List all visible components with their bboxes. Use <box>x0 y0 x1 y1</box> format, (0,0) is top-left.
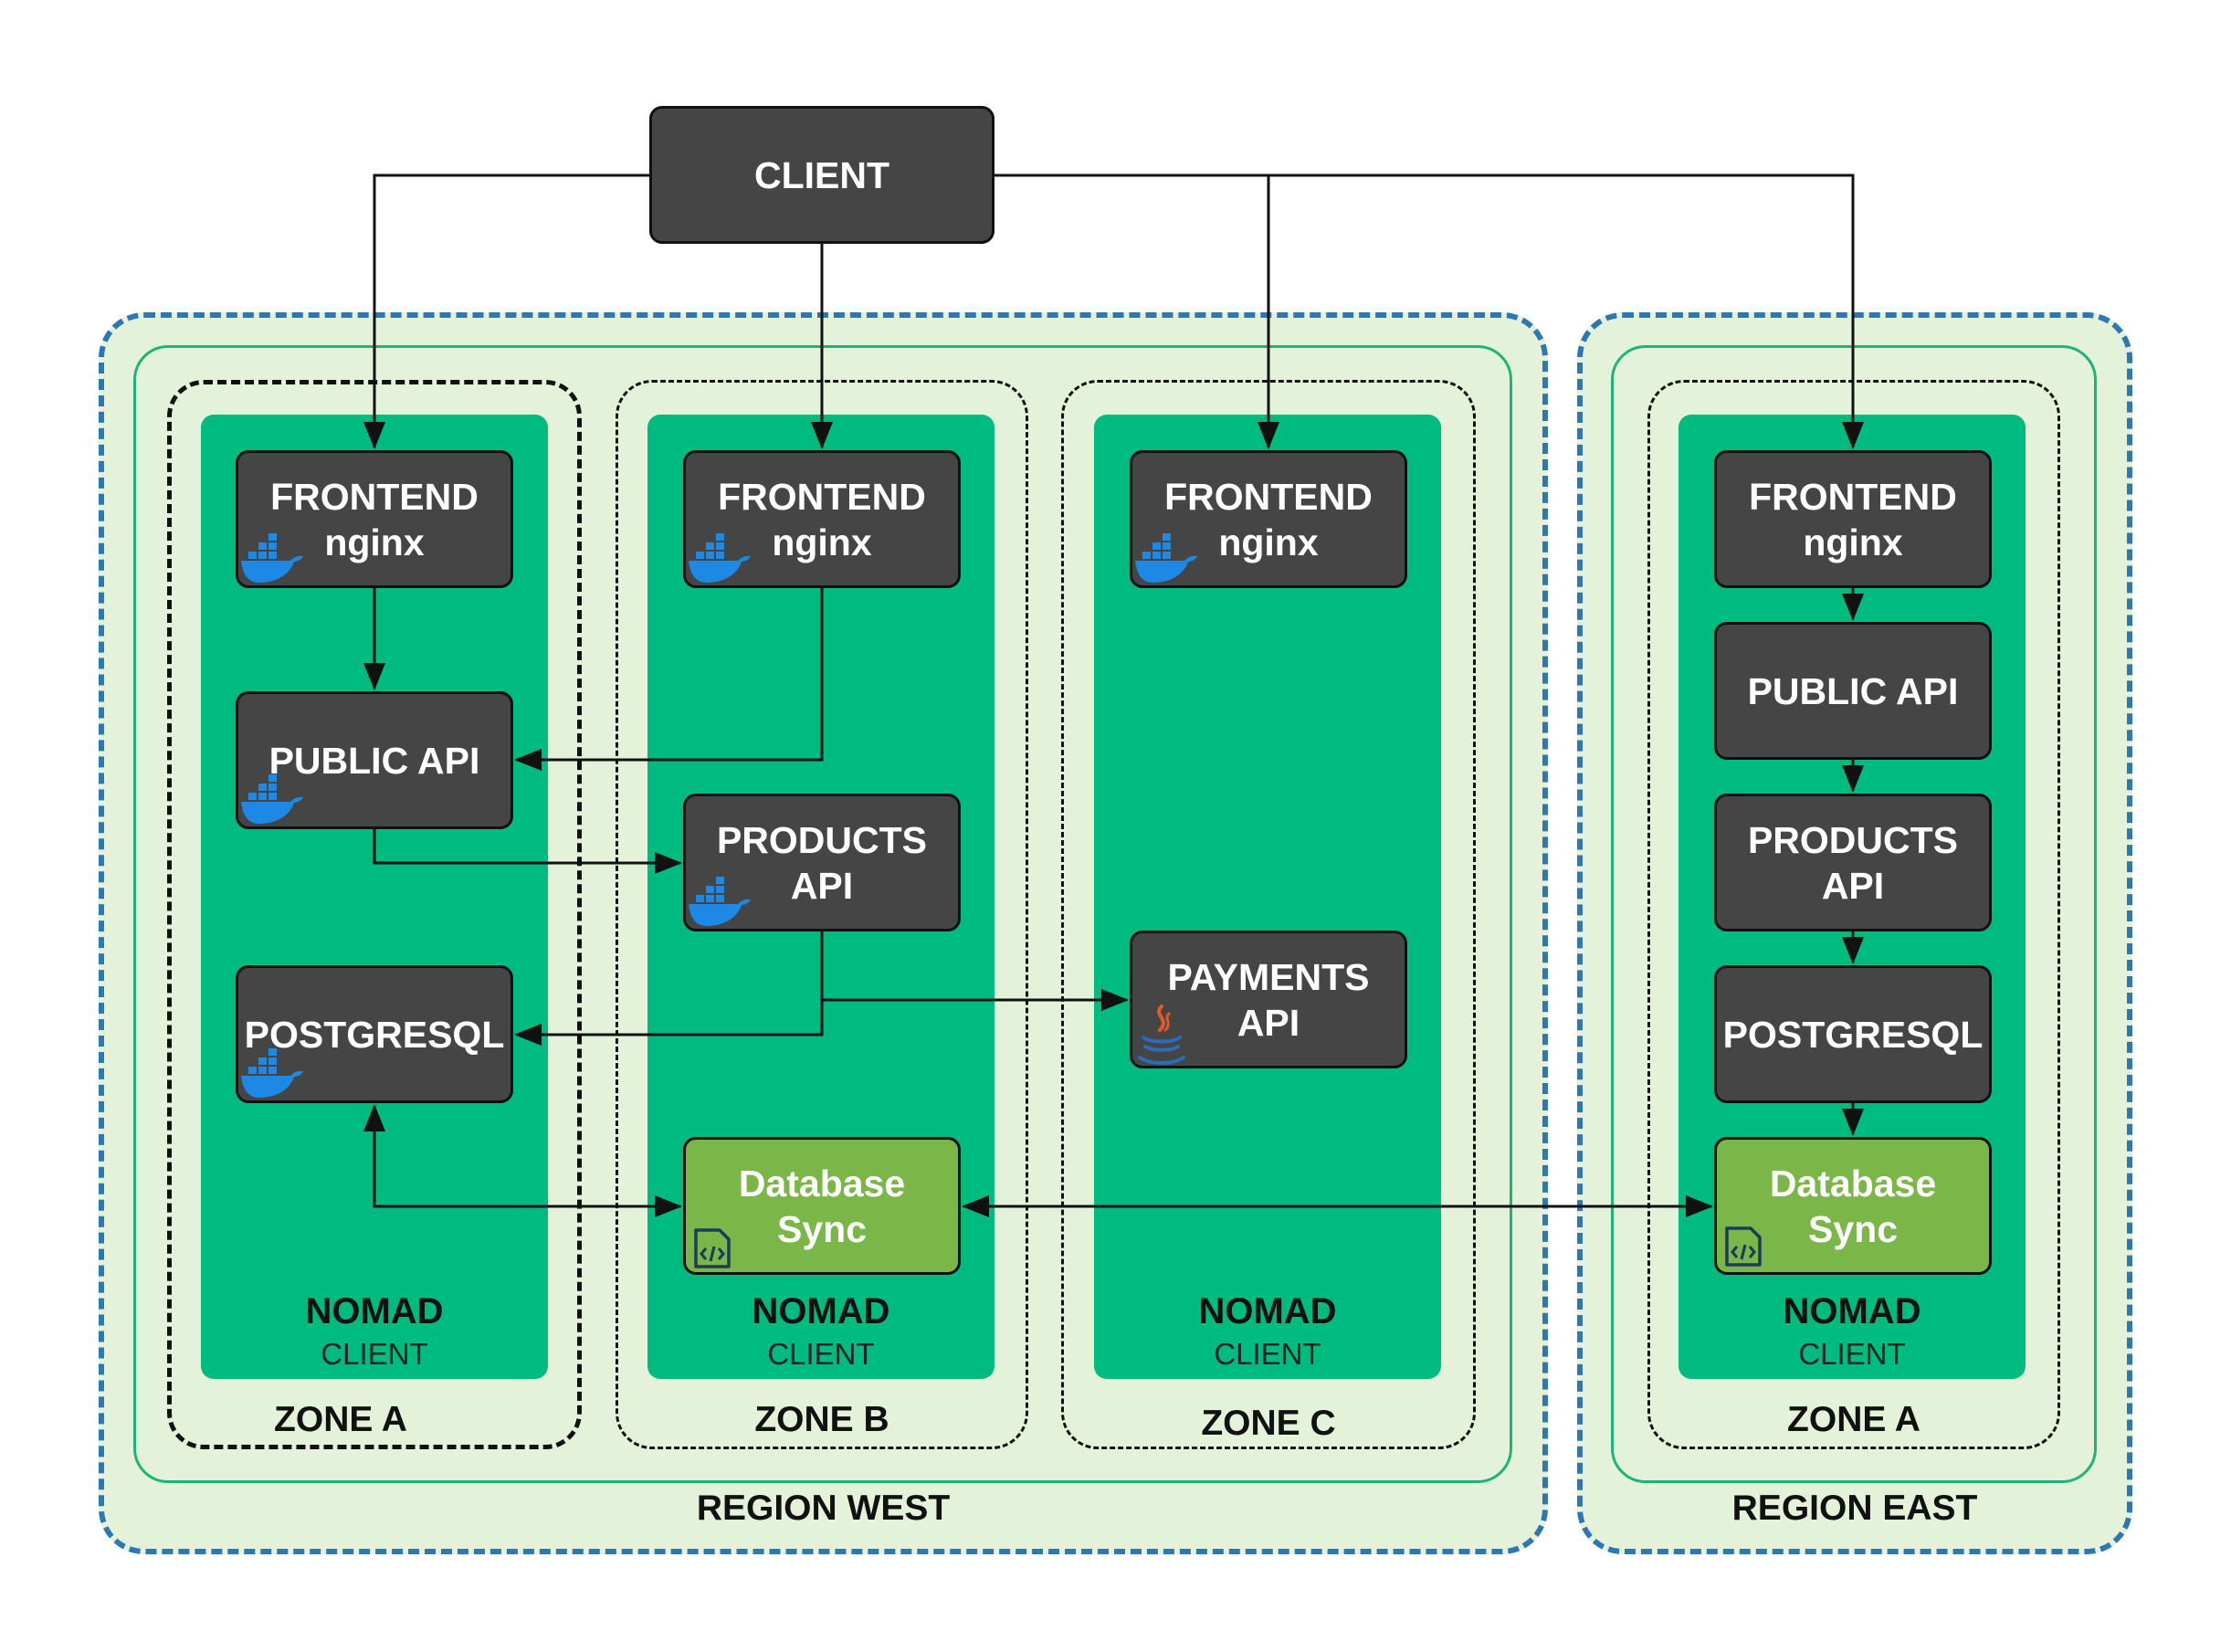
nomad-title: NOMAD <box>305 1291 444 1331</box>
nomad-subtitle: CLIENT <box>767 1337 875 1371</box>
service-subtitle: nginx <box>324 521 425 563</box>
docker-whale-icon <box>687 533 752 584</box>
service-title: PRODUCTS <box>1747 818 1959 861</box>
zone-label-west-b: ZONE B <box>754 1400 889 1439</box>
frontend-nginx-east-a[interactable]: FRONTEND nginx <box>1714 450 1992 588</box>
service-subtitle: API <box>790 864 854 907</box>
service-title: FRONTEND <box>718 475 926 518</box>
database-sync-east-a[interactable]: Database Sync <box>1714 1137 1992 1275</box>
service-subtitle: Sync <box>1808 1207 1898 1250</box>
docker-whale-icon <box>239 533 305 584</box>
service-subtitle: API <box>1821 864 1885 907</box>
nomad-subtitle: CLIENT <box>1214 1337 1321 1371</box>
nomad-subtitle: CLIENT <box>1798 1337 1906 1371</box>
service-subtitle: nginx <box>772 521 872 563</box>
code-file-icon <box>1725 1226 1762 1267</box>
region-label-west: REGION WEST <box>696 1489 951 1528</box>
docker-whale-icon <box>239 1048 305 1100</box>
nomad-title: NOMAD <box>1198 1291 1337 1331</box>
postgresql-east-a[interactable]: POSTGRESQL <box>1714 965 1992 1103</box>
java-cup-icon <box>1138 1005 1185 1065</box>
docker-whale-icon <box>687 877 752 928</box>
service-title: FRONTEND <box>1164 475 1373 518</box>
service-title: Database <box>1769 1162 1937 1205</box>
nomad-subtitle: CLIENT <box>321 1337 428 1371</box>
service-title: PUBLIC API <box>268 739 480 782</box>
service-title: PUBLIC API <box>1747 669 1959 712</box>
service-title: PRODUCTS <box>716 818 928 861</box>
service-title: FRONTEND <box>270 475 479 518</box>
region-label-east: REGION EAST <box>1731 1489 1978 1528</box>
docker-whale-icon <box>239 774 305 826</box>
public-api-east-a[interactable]: PUBLIC API <box>1714 622 1992 760</box>
zone-label-east-a: ZONE A <box>1787 1400 1921 1439</box>
service-title: POSTGRESQL <box>1722 1013 1984 1056</box>
service-subtitle: Sync <box>777 1207 867 1250</box>
products-api-east-a[interactable]: PRODUCTS API <box>1714 794 1992 931</box>
nomad-title: NOMAD <box>1783 1291 1921 1331</box>
docker-whale-icon <box>1133 533 1199 584</box>
client-label: CLIENT <box>753 153 890 196</box>
service-subtitle: API <box>1237 1001 1300 1044</box>
service-subtitle: nginx <box>1803 521 1903 563</box>
client-node[interactable]: CLIENT <box>649 106 994 244</box>
service-subtitle: nginx <box>1218 521 1319 563</box>
nomad-title: NOMAD <box>752 1291 890 1331</box>
payments-api-west-c[interactable]: PAYMENTS API <box>1130 931 1407 1068</box>
service-title: PAYMENTS <box>1167 955 1370 998</box>
service-title: POSTGRESQL <box>244 1013 505 1056</box>
zone-label-west-a: ZONE A <box>274 1400 407 1439</box>
service-title: Database <box>738 1162 906 1205</box>
zone-label-west-c: ZONE C <box>1201 1404 1336 1443</box>
code-file-icon <box>694 1228 731 1268</box>
service-title: FRONTEND <box>1749 475 1957 518</box>
